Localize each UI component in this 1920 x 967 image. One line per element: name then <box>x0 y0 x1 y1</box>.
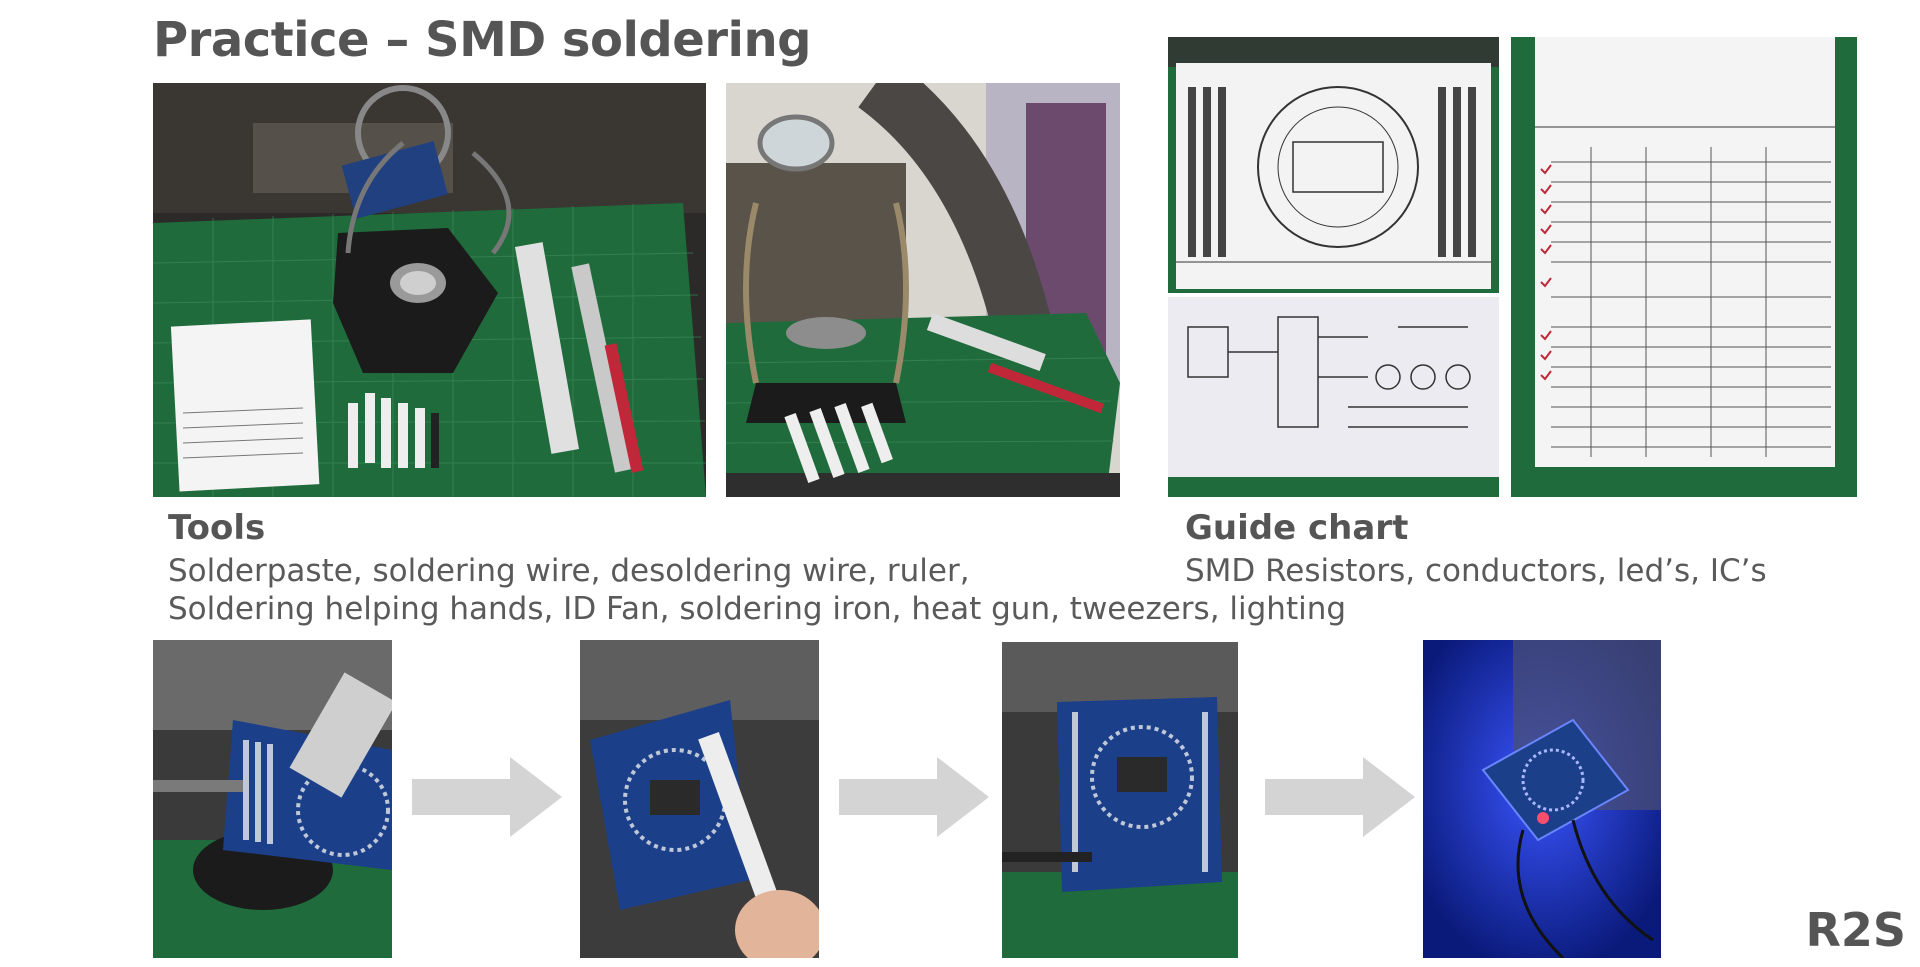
guide-heading: Guide chart <box>1185 508 1409 548</box>
arrow-right-icon-3 <box>1265 757 1415 837</box>
step-photo-1-applying-paste <box>153 640 392 958</box>
tools-description-line-2: Soldering helping hands, ID Fan, solderi… <box>168 591 1347 627</box>
tools-photo-2 <box>726 83 1120 497</box>
arrow-right-icon-2 <box>839 757 989 837</box>
arrow-right-icon-1 <box>412 757 562 837</box>
tools-photo-1 <box>153 83 706 497</box>
guide-photo-parts-table <box>1511 37 1857 497</box>
tools-description-line-1: Solderpaste, soldering wire, desoldering… <box>168 553 970 589</box>
step-photo-2-placing-components <box>580 640 819 958</box>
guide-photo-schematic <box>1168 297 1499 497</box>
slide-title: Practice – SMD soldering <box>153 12 811 68</box>
tools-heading: Tools <box>168 508 266 548</box>
guide-description: SMD Resistors, conductors, led’s, IC’s <box>1185 553 1767 589</box>
brand-logo: R2S <box>1805 903 1906 957</box>
step-photo-3-soldered-board <box>1002 642 1238 958</box>
guide-photo-layout <box>1168 37 1499 293</box>
step-photo-4-lit-board <box>1423 640 1661 958</box>
